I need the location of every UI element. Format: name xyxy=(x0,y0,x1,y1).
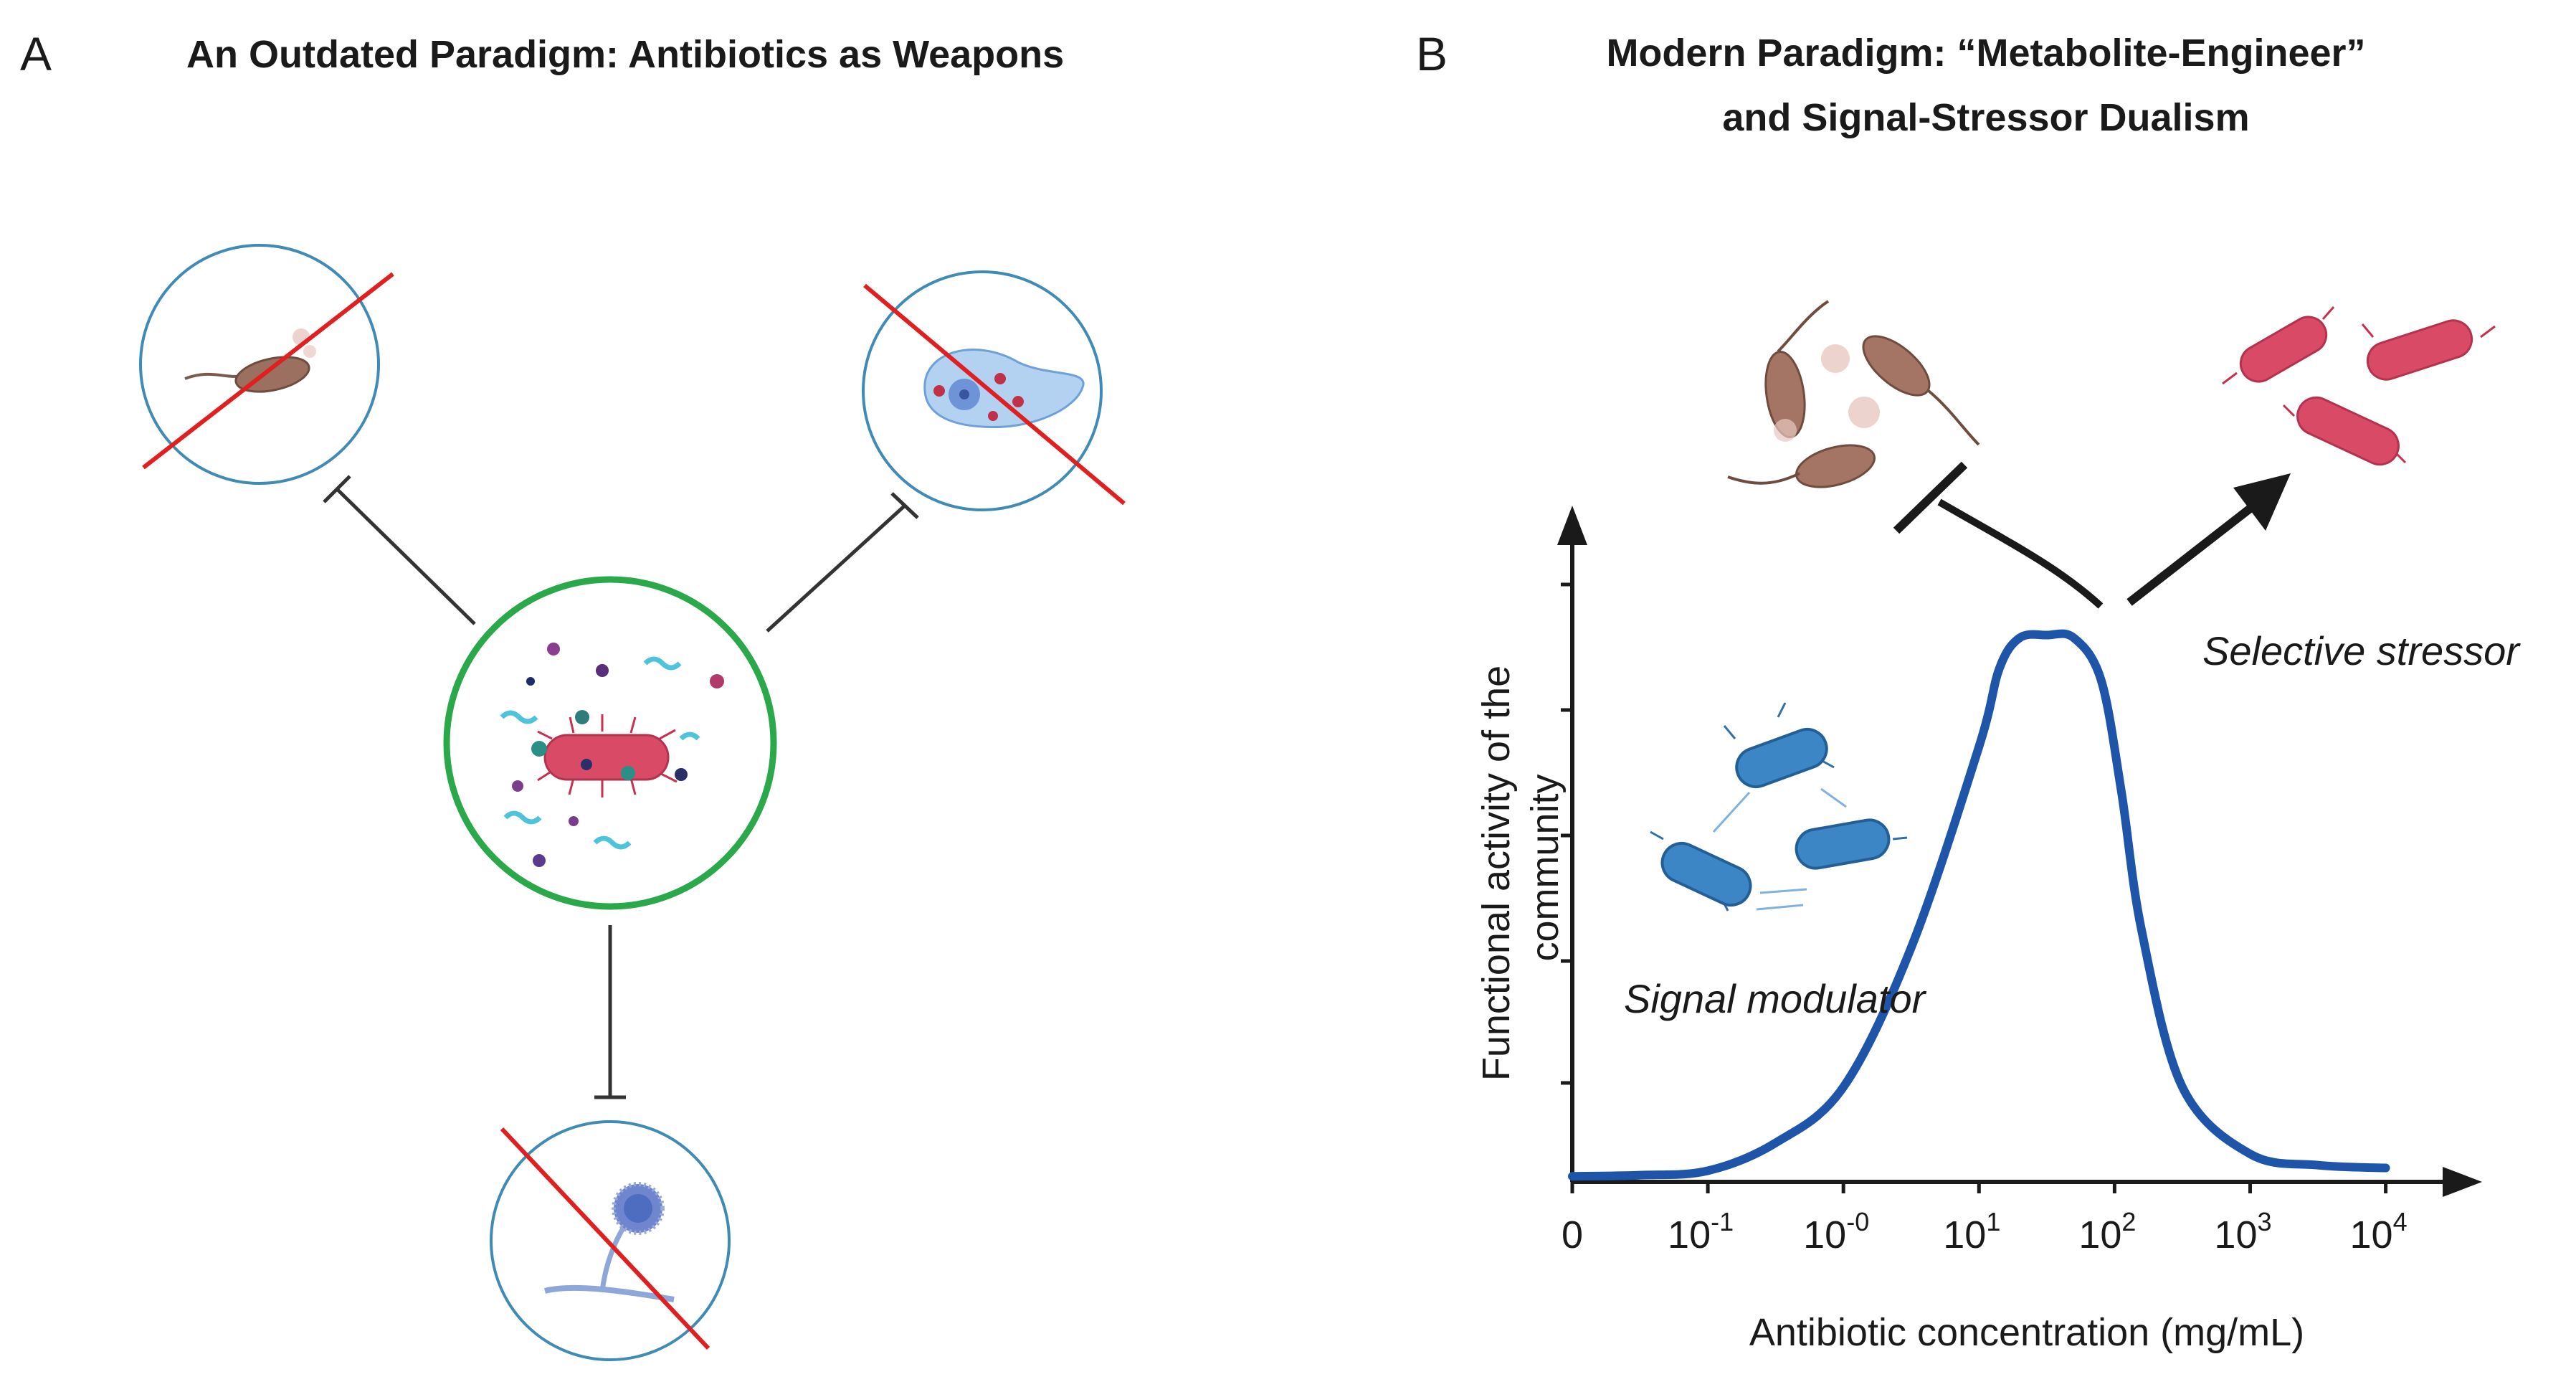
fungus-icon xyxy=(544,1182,675,1302)
red-cross-line xyxy=(863,283,1126,506)
x-tick-label-4: 102 xyxy=(2078,1207,2136,1256)
panel-b: B Modern Paradigm: “Metabolite-Engineer”… xyxy=(1416,27,2521,1354)
x-axis-arrowhead xyxy=(2443,1167,2482,1197)
inhibition-curve-arrow xyxy=(1937,498,2104,609)
y-axis-label-line2: community xyxy=(1524,774,1567,961)
x-axis-ticks xyxy=(1570,1182,2388,1193)
panel-a: A An Outdated Paradigm: Antibiotics as W… xyxy=(20,27,1126,1361)
red-cross-line xyxy=(500,1127,710,1350)
x-tick-label-1: 10-1 xyxy=(1668,1207,1734,1256)
x-tick-label-6: 104 xyxy=(2350,1207,2408,1256)
response-curve xyxy=(1568,629,2390,1181)
resistant-bacteria-group xyxy=(2222,306,2496,466)
target-protozoan-circle xyxy=(862,270,1126,511)
inhibition-bar xyxy=(1893,461,1968,534)
y-axis-arrowhead xyxy=(1557,506,1587,545)
red-cross-line xyxy=(142,272,394,470)
y-axis-ticks xyxy=(1561,582,1572,1085)
x-tick-label-5: 103 xyxy=(2214,1207,2271,1256)
x-axis-label: Antibiotic concentration (mg/mL) xyxy=(1749,1311,2304,1354)
inhibition-connectors xyxy=(323,475,919,1099)
x-tick-label-0: 0 xyxy=(1562,1213,1583,1256)
dying-bacteria-group xyxy=(1727,300,1980,488)
producer-bacterium-icon xyxy=(537,714,678,797)
y-axis-label-line1: Functional activity of the xyxy=(1475,666,1518,1081)
selective-stressor-label: Selective stressor xyxy=(2202,628,2521,673)
target-bacterium-circle xyxy=(139,244,394,485)
secreted-metabolites xyxy=(500,643,724,867)
panel-b-letter: B xyxy=(1416,27,1448,80)
producer-bacterium-circle xyxy=(443,576,777,910)
chart-axes xyxy=(1557,506,2482,1197)
y-axis-label: Functional activity of the community xyxy=(1475,655,1567,1081)
panel-a-title: An Outdated Paradigm: Antibiotics as Wea… xyxy=(186,33,1064,76)
signal-modulator-label: Signal modulator xyxy=(1624,976,1927,1021)
x-tick-label-2: 10-0 xyxy=(1803,1207,1869,1256)
activation-arrow-shaft xyxy=(2126,498,2261,606)
x-tick-labels: 0 10-1 10-0 101 102 103 104 xyxy=(1562,1207,2408,1256)
x-tick-label-3: 101 xyxy=(1943,1207,2000,1256)
signaling-bacteria-group xyxy=(1650,702,1908,912)
panel-b-title-line1: Modern Paradigm: “Metabolite-Engineer” xyxy=(1606,32,2365,75)
activation-arrow-head xyxy=(2233,473,2291,531)
target-fungus-circle xyxy=(490,1120,731,1361)
peak-outcome-arrows xyxy=(1893,461,2291,609)
panel-a-letter: A xyxy=(20,27,52,80)
panel-b-title-line2: and Signal-Stressor Dualism xyxy=(1722,96,2249,139)
